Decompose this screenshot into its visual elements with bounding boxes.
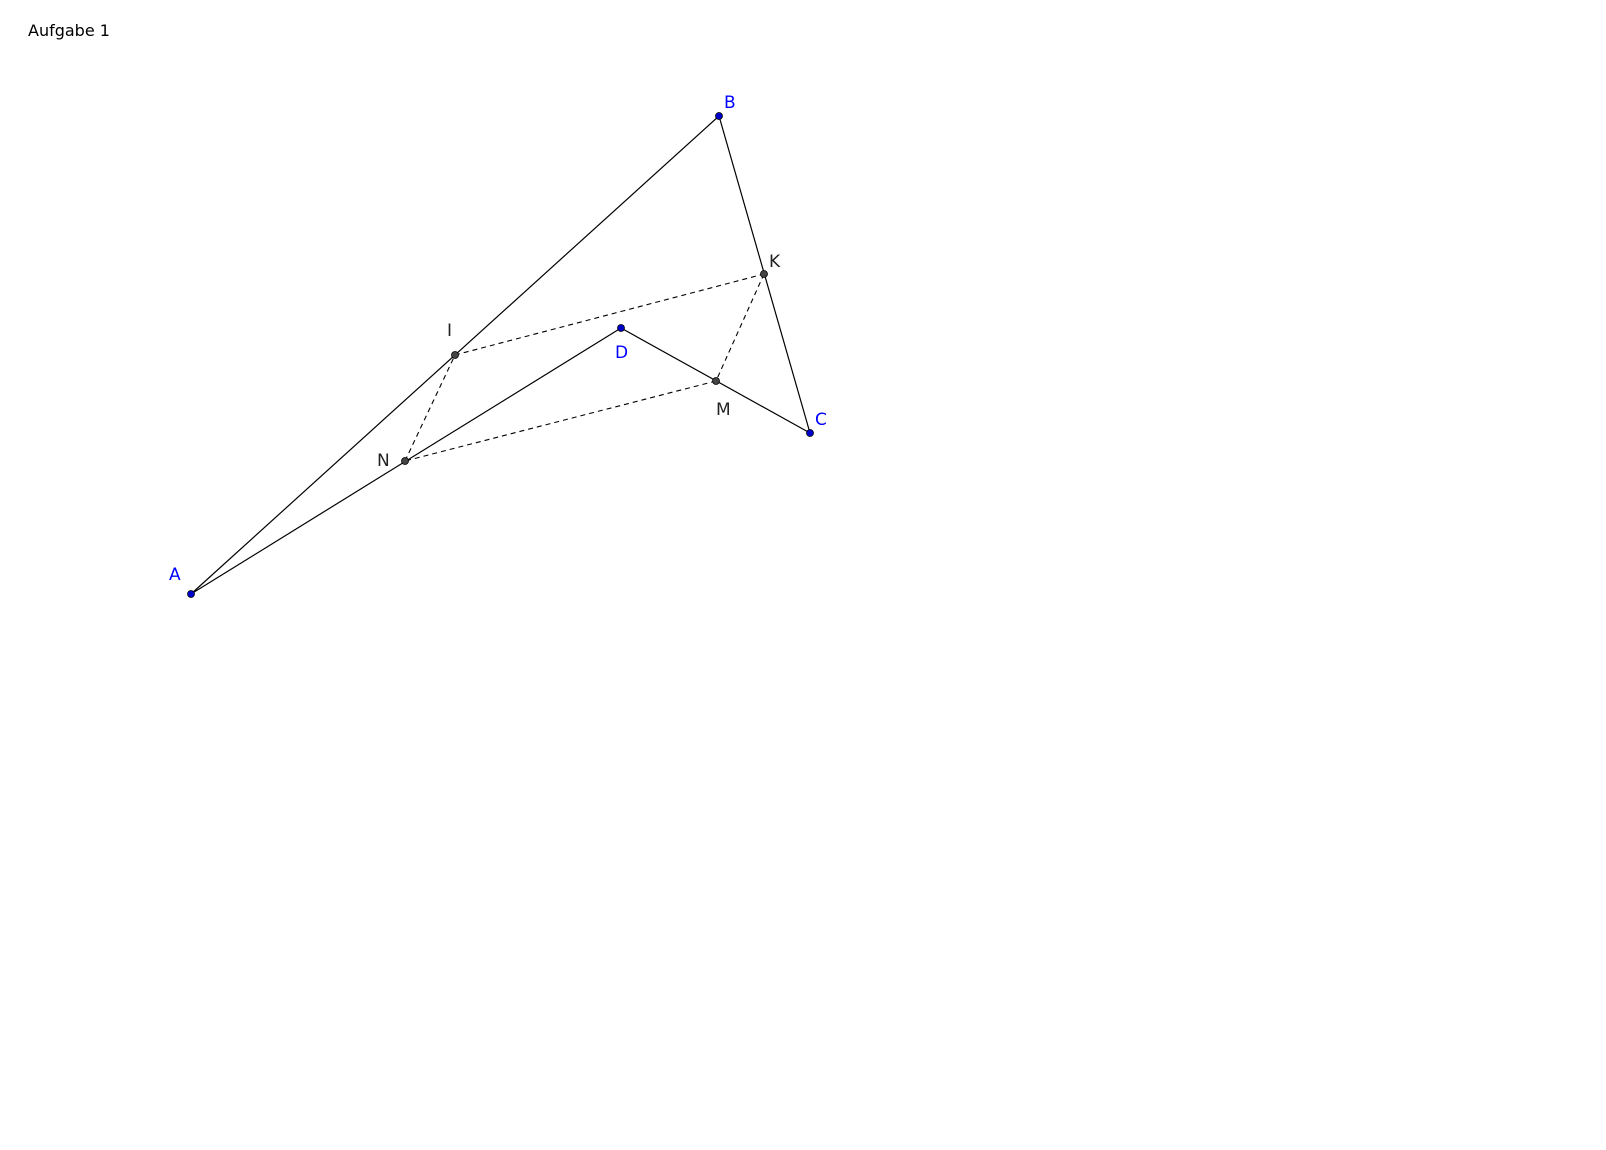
points-layer <box>187 112 814 598</box>
point-label-c: C <box>815 410 827 430</box>
segment-km <box>715 273 765 382</box>
point-c[interactable] <box>806 429 814 437</box>
point-label-d: D <box>615 343 628 363</box>
point-label-i: I <box>447 321 452 341</box>
point-label-a: A <box>169 565 181 585</box>
labels-layer: A B C D I K M N <box>169 93 827 585</box>
point-a[interactable] <box>187 590 195 598</box>
segment-ik <box>454 273 765 356</box>
point-i[interactable] <box>451 351 459 359</box>
segment-ni <box>404 354 456 462</box>
point-k[interactable] <box>760 270 768 278</box>
point-label-b: B <box>724 93 736 113</box>
point-n[interactable] <box>401 457 409 465</box>
segment-mn <box>404 380 717 462</box>
point-label-n: N <box>377 451 390 471</box>
point-b[interactable] <box>715 112 723 120</box>
page-title: Aufgabe 1 <box>28 21 110 40</box>
point-m[interactable] <box>712 377 720 385</box>
segments-layer <box>190 115 811 595</box>
point-label-m: M <box>716 400 731 420</box>
point-label-k: K <box>769 252 781 272</box>
point-d[interactable] <box>617 324 625 332</box>
